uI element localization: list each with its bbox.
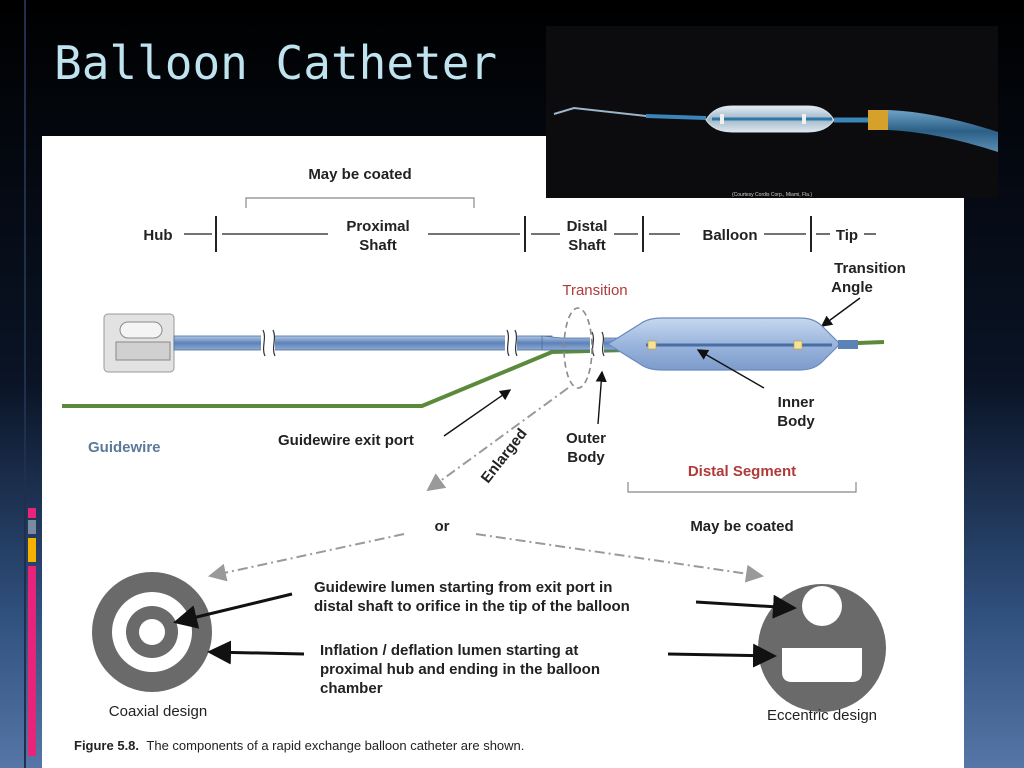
tip-label: Tip	[836, 227, 858, 244]
catheter-diagram: May be coated Hub Proximal Shaft Distal …	[62, 166, 906, 753]
enlarged-label: Enlarged	[478, 425, 531, 486]
slide-title: Balloon Catheter	[54, 36, 498, 90]
proximal-shaft	[173, 335, 553, 351]
hub-connector	[103, 313, 175, 373]
coaxial-design-label: Coaxial design	[109, 703, 207, 720]
accent-square-pink-long	[28, 566, 36, 756]
distal-shaft-label-2: Shaft	[568, 237, 606, 254]
figure-caption-text: The components of a rapid exchange ballo…	[146, 738, 524, 753]
figure-caption: Figure 5.8. The components of a rapid ex…	[74, 738, 524, 753]
or-label: or	[435, 518, 450, 535]
enlarged-arrow	[426, 387, 569, 492]
proximal-shaft-label-2: Shaft	[359, 237, 397, 254]
inner-body-label-2: Body	[777, 413, 815, 430]
top-coated-bracket: May be coated	[245, 166, 475, 208]
accent-square-pink	[28, 508, 36, 518]
accent-square-gray	[28, 520, 36, 534]
inflation-lumen-line-1: Inflation / deflation lumen starting at	[320, 642, 578, 659]
may-be-coated-bottom-label: May be coated	[690, 518, 793, 535]
distal-segment-label: Distal Segment	[688, 463, 796, 480]
transition-label: Transition	[562, 282, 627, 299]
shaft-breaks	[261, 329, 518, 357]
inner-body-label-1: Inner	[778, 394, 815, 411]
catheter-photo-image: (Courtesy Cordis Corp., Miami, Fla.)	[553, 105, 998, 198]
inflation-lumen-line-3: chamber	[320, 680, 383, 697]
guidewire-exit-port-label: Guidewire exit port	[278, 432, 414, 449]
hub-label: Hub	[143, 227, 172, 244]
guidewire-lumen-line-1: Guidewire lumen starting from exit port …	[314, 579, 612, 596]
guidewire-lumen-line-2: distal shaft to orifice in the tip of th…	[314, 598, 630, 615]
distal-shaft-label-1: Distal	[567, 218, 608, 235]
eccentric-design-icon	[758, 584, 886, 712]
transition-angle-label-2: Angle	[831, 279, 873, 296]
figure-caption-label: Figure 5.8.	[74, 738, 139, 753]
proximal-shaft-label-1: Proximal	[346, 218, 409, 235]
accent-bar	[0, 0, 36, 768]
accent-square-yellow	[28, 538, 36, 562]
figure-panel: May be coated Hub Proximal Shaft Distal …	[42, 136, 964, 768]
transition-angle-label-1: Transition	[834, 260, 906, 277]
inflation-lumen-line-2: proximal hub and ending in the balloon	[320, 661, 600, 678]
accent-line	[24, 0, 26, 768]
transition-ellipse	[563, 307, 593, 389]
guidewire-label: Guidewire	[88, 439, 161, 456]
catheter-tip	[838, 340, 858, 349]
may-be-coated-top-label: May be coated	[308, 166, 411, 183]
balloon-label: Balloon	[703, 227, 758, 244]
photo-credit: (Courtesy Cordis Corp., Miami, Fla.)	[732, 192, 812, 198]
segment-row	[184, 216, 876, 252]
coaxial-design-icon	[92, 572, 212, 692]
outer-body-label-2: Body	[567, 449, 605, 466]
bottom-coated-bracket	[627, 482, 857, 493]
catheter-photo: (Courtesy Cordis Corp., Miami, Fla.)	[546, 26, 998, 198]
outer-body-label-1: Outer	[566, 430, 606, 447]
eccentric-design-label: Eccentric design	[767, 707, 877, 724]
